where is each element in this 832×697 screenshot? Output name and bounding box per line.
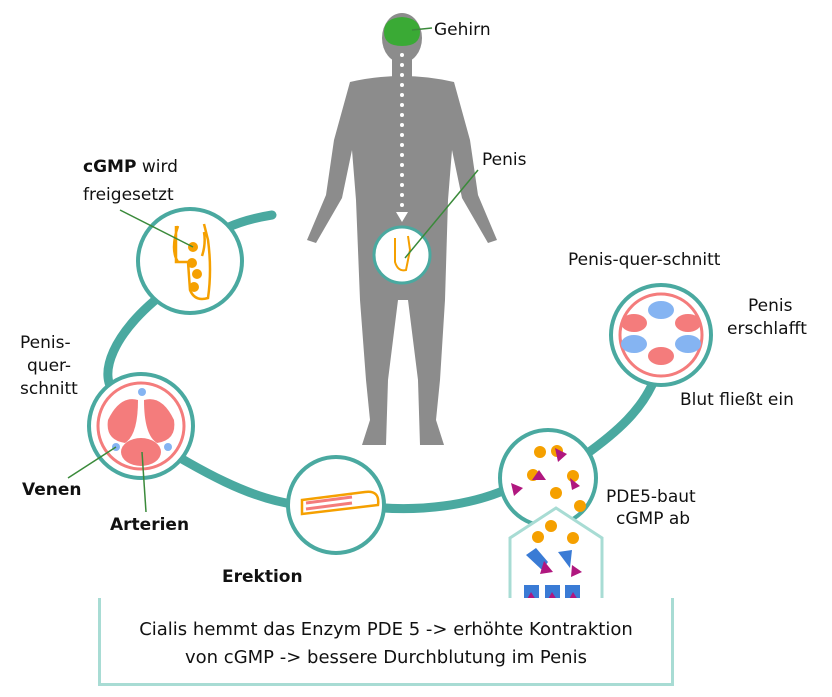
label-cgmp-line2: freigesetzt xyxy=(83,185,174,205)
penis-outline-icon xyxy=(394,235,412,272)
info-line-2: von cGMP -> bessere Durchblutung im Peni… xyxy=(185,647,587,668)
info-box: Cialis hemmt das Enzym PDE 5 -> erhöhte … xyxy=(98,598,674,686)
erectile-tissue-bottom xyxy=(121,438,161,466)
brain-icon xyxy=(384,17,420,46)
penis-pointer xyxy=(404,169,479,259)
label-arteries: Arterien xyxy=(110,515,189,535)
cross-section-erect-ring xyxy=(96,381,186,471)
label-cross-left-1: Penis- xyxy=(20,333,71,353)
cross-section-erect-circle xyxy=(87,372,195,480)
penis-detail-circle xyxy=(372,225,432,285)
cgmp-pointer xyxy=(119,209,194,248)
label-flaccid-2: erschlafft xyxy=(727,319,807,339)
arteries-pointer xyxy=(141,451,147,513)
spinal-cord-dots xyxy=(396,53,408,222)
info-line-1: Cialis hemmt das Enzym PDE 5 -> erhöhte … xyxy=(139,619,633,640)
label-brain: Gehirn xyxy=(434,20,491,40)
cgmp-molecules-enzyme xyxy=(532,520,579,544)
erectile-tissue-right xyxy=(144,399,175,443)
label-cgmp-bold: cGMP xyxy=(83,157,136,177)
brain-pointer xyxy=(411,27,433,31)
label-cross-right: Penis-quer-schnitt xyxy=(568,250,721,270)
flaccid-tissue-ellipses xyxy=(621,301,701,365)
erect-tissue-line xyxy=(305,495,353,505)
label-pde5-2: cGMP ab xyxy=(616,509,690,529)
label-cross-left-2: quer- xyxy=(27,356,71,376)
erectile-tissue-left xyxy=(107,399,138,443)
label-veins: Venen xyxy=(22,480,82,500)
label-flaccid-1: Penis xyxy=(748,296,793,316)
label-cross-left-3: schnitt xyxy=(20,379,78,399)
cgmp-molecules xyxy=(187,242,202,292)
cross-section-flaccid-ring xyxy=(618,292,704,378)
veins-pointer xyxy=(67,446,117,479)
erect-penis-icon xyxy=(300,490,380,516)
label-pde5-1: PDE5-baut xyxy=(606,487,696,507)
label-blood-in: Blut fließt ein xyxy=(680,390,794,410)
label-cgmp-rest: wird xyxy=(136,157,178,177)
penis-tissue-icon xyxy=(172,223,212,301)
label-erection: Erektion xyxy=(222,567,303,587)
erect-tissue-line xyxy=(305,501,353,511)
label-penis: Penis xyxy=(482,150,527,170)
pde5-molecules xyxy=(511,448,580,496)
cross-section-flaccid-circle xyxy=(609,283,713,387)
label-cgmp: cGMP wird xyxy=(83,157,178,177)
